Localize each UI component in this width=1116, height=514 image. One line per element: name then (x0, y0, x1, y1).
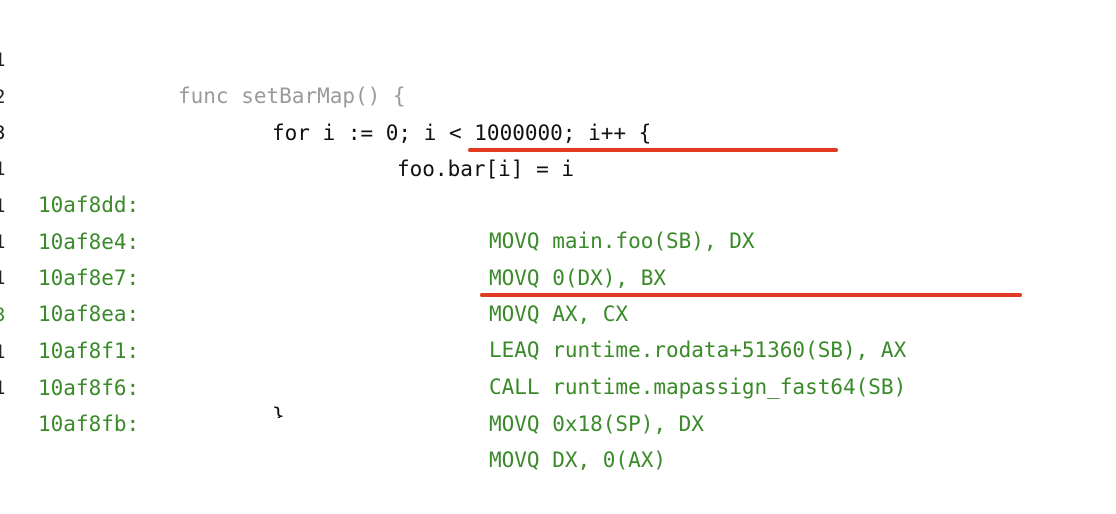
asm-address: 10af8e7: (38, 266, 140, 290)
gutter-marker: 3 (0, 297, 5, 333)
disassembly-viewer: 1 func setBarMap() { 2 for i := 0; i < 1… (0, 6, 1022, 472)
source-line-assign: 3 foo.bar[i] = i (0, 79, 574, 181)
asm-instruction: CALL runtime.mapassign_fast64(SB) (489, 375, 907, 399)
highlight-underline-call (480, 293, 1022, 297)
asm-instruction: MOVQ 0x18(SP), DX (489, 412, 704, 436)
asm-row: 1 10af8ea: LEAQ runtime.rodata+51360(SB)… (0, 224, 906, 362)
asm-instruction: LEAQ runtime.rodata+51360(SB), AX (489, 338, 907, 362)
asm-address: 10af8e4: (38, 230, 140, 254)
asm-address: 10af8ea: (38, 302, 140, 326)
asm-address: 10af8f6: (38, 376, 140, 400)
gutter-marker: 3 (0, 115, 5, 151)
gutter-marker: 1 (0, 42, 5, 78)
source-func-text: func setBarMap() { (178, 84, 406, 108)
gutter-marker: 1 (0, 334, 5, 370)
highlight-underline-movq (468, 148, 838, 152)
asm-instruction: MOVQ main.foo(SB), DX (489, 229, 755, 253)
gutter-marker: 1 (0, 151, 5, 187)
gutter-marker: 1 (0, 188, 5, 224)
closing-brace: } (272, 406, 285, 418)
source-assign-text: foo.bar[i] = i (397, 157, 575, 181)
source-line-func: 1 func setBarMap() { (0, 6, 406, 108)
asm-row: 1 10af8e4: MOVQ 0(DX), BX (0, 152, 666, 290)
asm-row: 1 10af8dd: MOVQ main.foo(SB), DX (0, 115, 755, 253)
source-line-for: 2 for i := 0; i < 1000000; i++ { (0, 43, 651, 145)
asm-address: 10af8dd: (38, 193, 140, 217)
asm-instruction: MOVQ DX, 0(AX) (489, 448, 667, 472)
asm-address: 10af8fb: (38, 412, 140, 436)
gutter-marker: 2 (0, 79, 5, 115)
asm-row: 1 10af8e7: MOVQ AX, CX (0, 188, 628, 326)
gutter-marker: 1 (0, 224, 5, 260)
gutter-marker: 1 (0, 260, 5, 296)
asm-row: 1 10af8fb: MOVQ DX, 0(AX) (0, 334, 666, 472)
asm-address: 10af8f1: (38, 339, 140, 363)
asm-instruction: MOVQ AX, CX (489, 302, 629, 326)
source-for-text: for i := 0; i < 1000000; i++ { (272, 121, 652, 145)
gutter-marker: 1 (0, 370, 5, 406)
asm-row: 1 10af8f6: MOVQ 0x18(SP), DX (0, 298, 704, 436)
asm-instruction: MOVQ 0(DX), BX (489, 266, 667, 290)
asm-row: 3 10af8f1: CALL runtime.mapassign_fast64… (0, 261, 906, 399)
